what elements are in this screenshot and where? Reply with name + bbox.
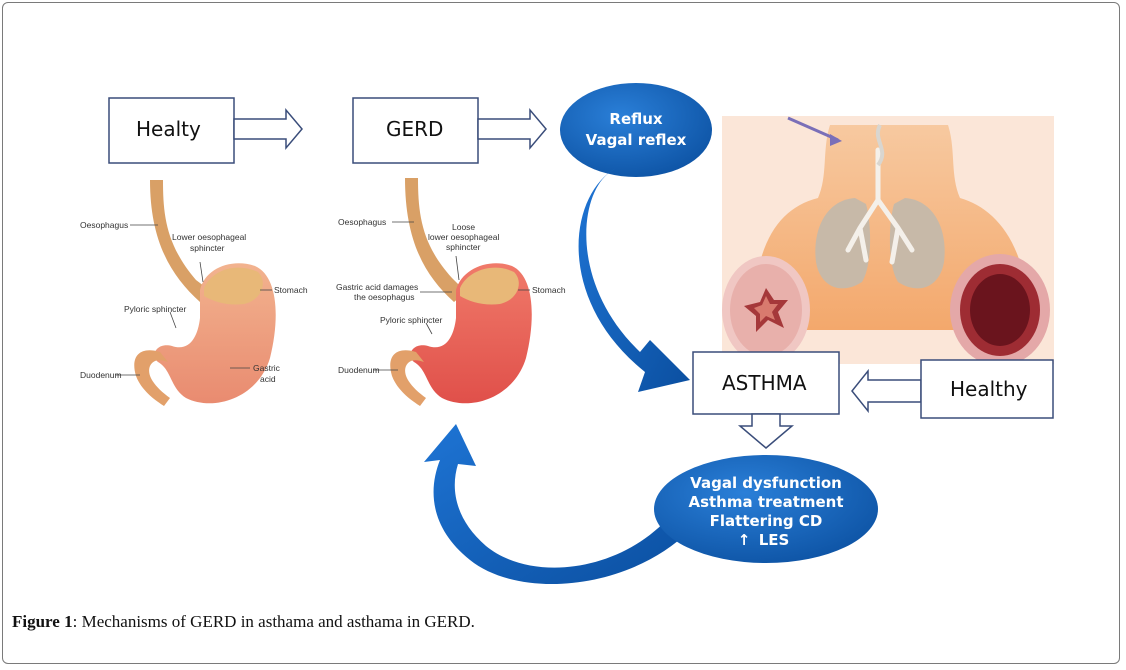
oval-reflux-line2: Vagal reflex <box>586 131 687 149</box>
caption-text: : Mechanisms of GERD in asthama and asth… <box>72 612 475 631</box>
label-stomach-healthy: Stomach <box>274 285 308 295</box>
label-pyloric-healthy: Pyloric sphincter <box>124 304 187 314</box>
label-stomach-gerd: Stomach <box>532 285 566 295</box>
figure-caption: Figure 1: Mechanisms of GERD in asthama … <box>12 612 475 632</box>
label-duodenum-gerd: Duodenum <box>338 365 380 375</box>
label-damage-2: the oesophagus <box>354 292 415 302</box>
box-healthy-left-label: Healty <box>136 117 201 141</box>
label-acid-1: Gastric <box>253 363 281 373</box>
box-healthy-right-label: Healthy <box>950 377 1028 401</box>
box-gerd: GERD <box>352 97 479 164</box>
box-healthy-right: Healthy <box>920 359 1054 419</box>
stomach-gerd-illustration: Oesophagus Loose lower oesophageal sphin… <box>336 178 566 406</box>
lungs-airway-illustration <box>722 116 1054 366</box>
label-les-healthy-1: Lower oesophageal <box>172 232 246 242</box>
up-arrow-icon: ↑ <box>738 531 751 549</box>
hollow-arrow-right-1 <box>233 107 303 151</box>
oval-reflux-line1: Reflux <box>609 110 663 128</box>
label-oesophagus-healthy: Oesophagus <box>80 220 128 230</box>
label-duodenum-healthy: Duodenum <box>80 370 122 380</box>
label-damage-1: Gastric acid damages <box>336 282 418 292</box>
label-oesophagus-gerd: Oesophagus <box>338 217 386 227</box>
hollow-arrow-down <box>737 413 795 449</box>
label-loose-1: Loose <box>452 222 475 232</box>
box-asthma: ASTHMA <box>692 351 840 415</box>
box-healthy-left: Healty <box>108 97 235 164</box>
box-gerd-label: GERD <box>386 117 443 141</box>
label-acid-2: acid <box>260 374 276 384</box>
label-loose-2: lower oesophageal <box>428 232 499 242</box>
blue-arrow-oval-to-gerd <box>424 424 690 584</box>
oval-reflux: Reflux Vagal reflex <box>560 83 712 177</box>
box-asthma-label: ASTHMA <box>722 371 807 395</box>
hollow-arrow-right-2 <box>477 107 547 151</box>
oval-bottom-line4: LES <box>759 531 790 549</box>
caption-label: Figure 1 <box>12 612 73 631</box>
label-pyloric-gerd: Pyloric sphincter <box>380 315 443 325</box>
label-les-healthy-2: sphincter <box>190 243 225 253</box>
oval-vagal-dysfunction: Vagal dysfunction Asthma treatment Flatt… <box>654 455 878 563</box>
label-loose-3: sphincter <box>446 242 481 252</box>
blue-arrow-reflux-to-asthma <box>578 168 690 392</box>
hollow-arrow-left <box>851 368 922 414</box>
stomach-healthy-illustration: Oesophagus Lower oesophageal sphincter S… <box>80 180 308 406</box>
oval-bottom-line1: Vagal dysfunction <box>690 474 842 492</box>
oval-bottom-line2: Asthma treatment <box>688 493 843 511</box>
oval-bottom-line3: Flattering CD <box>710 512 823 530</box>
